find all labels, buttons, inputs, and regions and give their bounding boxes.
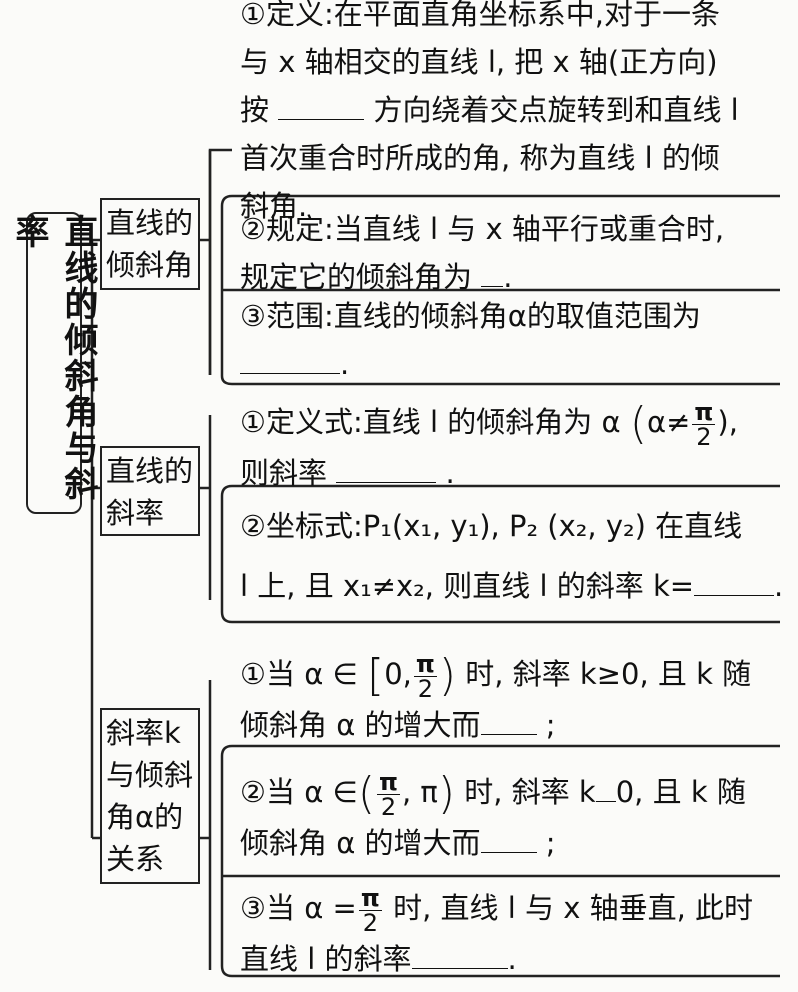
category-inclination-angle: 直线的倾斜角 xyxy=(100,198,200,290)
angle-range-line2-end: . xyxy=(340,347,350,381)
case2-line1-b: , π xyxy=(401,775,438,809)
angle-rule-line2-a: 规定它的倾斜角为 xyxy=(240,260,473,294)
angle-rule-line2: 规定它的倾斜角为 . xyxy=(240,253,724,301)
angle-range: ③范围:直线的倾斜角α的取值范围为 . xyxy=(240,292,701,388)
case1-line2-a: 倾斜角 α 的增大而 xyxy=(240,707,481,742)
slope-coord-line1: ②坐标式:P₁(x₁, y₁), P₂ (x₂, y₂) 在直线 xyxy=(240,509,743,543)
angle-range-line2: . xyxy=(240,340,701,388)
slope-def-line2: 则斜率 . xyxy=(240,449,738,497)
frac-num: π xyxy=(377,767,400,796)
category-slope: 直线的斜率 xyxy=(100,446,200,536)
frac-num: π xyxy=(692,397,716,426)
angle-def-line5: 斜角. xyxy=(240,189,308,223)
slope-coord-line2-a: l 上, 且 x₁≠x₂, 则直线 l 的斜率 k= xyxy=(240,569,695,603)
paren-open: ( xyxy=(357,768,375,819)
frac-den: 2 xyxy=(696,422,712,451)
case2-line1-c: 时, 斜率 k xyxy=(464,775,596,809)
slope-coordinate: ②坐标式:P₁(x₁, y₁), P₂ (x₂, y₂) 在直线 l 上, 且 … xyxy=(240,496,783,616)
slope-def-line2-a: 则斜率 xyxy=(240,455,328,490)
paren-open: ( xyxy=(629,398,647,449)
slope-def-line2-b: . xyxy=(445,455,455,490)
blank-case2-trend[interactable] xyxy=(480,824,537,853)
case1-line1-a: ①当 α ∈ xyxy=(240,657,358,691)
case3-line1-b: 时, 直线 l 与 x 轴垂直, 此时 xyxy=(393,891,754,925)
topic-title-box: 直线的倾斜角与斜率 xyxy=(9,212,98,514)
blank-case2-sign[interactable] xyxy=(595,773,616,802)
case1-line1-b: 0, xyxy=(384,657,412,691)
bracket-open: [ xyxy=(367,650,385,701)
frac-num: π xyxy=(413,649,437,678)
angle-rule-line2-b: . xyxy=(503,260,513,294)
case2-line2-b: ; xyxy=(545,825,556,860)
category-slope-label: 直线的斜率 xyxy=(106,454,194,530)
blank-rotation-direction[interactable] xyxy=(278,91,365,120)
category-inclination-angle-label: 直线的倾斜角 xyxy=(106,206,194,282)
case1-line1-c: 时, 斜率 k≥0, 且 k 随 xyxy=(465,657,752,691)
relation-case1-line2: 倾斜角 α 的增大而 ; xyxy=(240,701,751,749)
blank-case3-slope[interactable] xyxy=(411,940,508,969)
blank-slope-two-point[interactable] xyxy=(694,567,775,596)
blank-parallel-angle[interactable] xyxy=(481,258,504,287)
frac-den: 2 xyxy=(362,908,378,937)
angle-def-line1: ①定义:在平面直角坐标系中,对于一条 xyxy=(240,0,720,31)
category-relation-label: 斜率k与倾斜角α的关系 xyxy=(106,716,194,876)
slope-def-line1-b: α≠ xyxy=(647,405,691,439)
angle-def-line3-a: 按 xyxy=(240,93,270,127)
angle-definition: ①定义:在平面直角坐标系中,对于一条 与 x 轴相交的直线 l, 把 x 轴(正… xyxy=(240,0,739,230)
blank-slope-formula[interactable] xyxy=(336,454,437,483)
case2-line1-d: 0, 且 k 随 xyxy=(615,775,746,809)
blank-case1-trend[interactable] xyxy=(480,706,537,735)
case3-line2-a: 直线 l 的斜率 xyxy=(240,941,412,976)
angle-def-line2: 与 x 轴相交的直线 l, 把 x 轴(正方向) xyxy=(240,45,718,79)
angle-def-line3: 按 方向绕着交点旋转到和直线 l xyxy=(240,86,739,134)
case1-line2-b: ; xyxy=(545,707,556,742)
angle-rule-line1: ②规定:当直线 l 与 x 轴平行或重合时, xyxy=(240,212,725,246)
slope-coord-line2-end: . xyxy=(774,569,784,603)
case2-line2-a: 倾斜角 α 的增大而 xyxy=(240,825,481,860)
relation-case3-line2: 直线 l 的斜率. xyxy=(240,935,753,983)
frac-den: 2 xyxy=(417,674,434,703)
paren-close: ) xyxy=(437,768,456,819)
angle-range-line1: ③范围:直线的倾斜角α的取值范围为 xyxy=(240,299,701,333)
case3-line1-a: ③当 α = xyxy=(240,891,357,925)
slope-def-line1-a: ①定义式:直线 l 的倾斜角为 α xyxy=(240,405,621,439)
relation-case2-line2: 倾斜角 α 的增大而 ; xyxy=(240,819,746,867)
slope-coord-line2: l 上, 且 x₁≠x₂, 则直线 l 的斜率 k=. xyxy=(240,556,783,616)
slope-def-line1-c: ), xyxy=(717,405,738,439)
blank-angle-range[interactable] xyxy=(240,345,340,374)
case2-line1-a: ②当 α ∈ xyxy=(240,775,358,809)
category-relation: 斜率k与倾斜角α的关系 xyxy=(100,708,200,884)
frac-den: 2 xyxy=(380,792,397,821)
angle-def-line3-b: 方向绕着交点旋转到和直线 l xyxy=(373,93,739,127)
angle-rule: ②规定:当直线 l 与 x 轴平行或重合时, 规定它的倾斜角为 . xyxy=(240,205,724,301)
topic-title: 直线的倾斜角与斜率 xyxy=(9,214,98,502)
case3-line2-b: . xyxy=(507,941,517,976)
angle-def-line4: 首次重合时所成的角, 称为直线 l 的倾 xyxy=(240,141,720,175)
paren-close: ) xyxy=(438,650,457,701)
frac-num: π xyxy=(358,883,382,912)
